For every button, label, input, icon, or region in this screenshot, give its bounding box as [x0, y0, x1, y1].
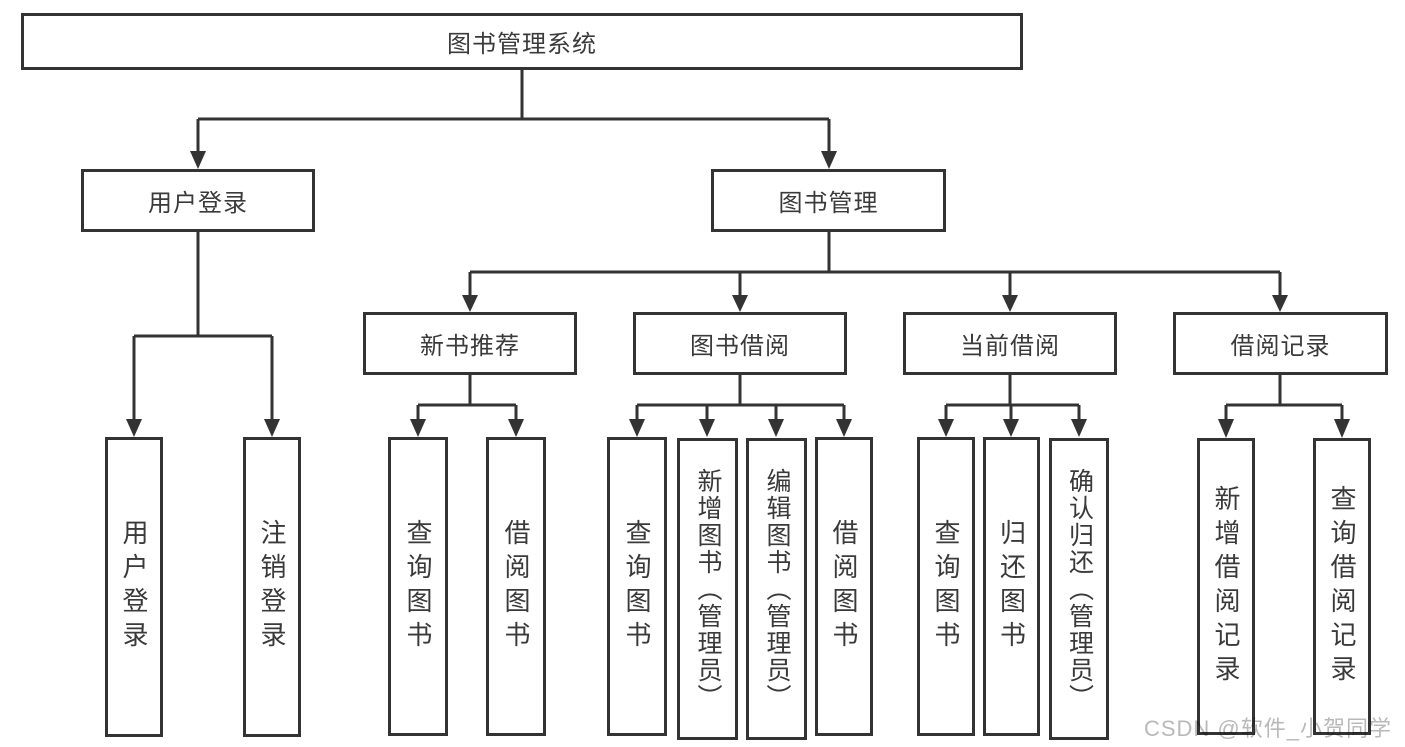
node-library-system: 图书管理系统 — [21, 13, 1023, 70]
connector-borrowing-to-leaves — [629, 375, 852, 437]
arrow-down-icon — [836, 419, 852, 437]
connector-records-to-leaves — [1218, 375, 1350, 438]
node-current-borrowing: 当前借阅 — [903, 312, 1117, 375]
arrow-down-icon — [1071, 419, 1087, 437]
connector-root-to-level2 — [190, 70, 837, 169]
node-label: 用户登录 — [119, 519, 149, 655]
leaf-borrow-books-recommend: 借阅图书 — [486, 437, 546, 736]
arrow-down-icon — [190, 151, 206, 169]
node-label: 编辑图书（管理员） — [763, 467, 791, 711]
leaf-user-login: 用户登录 — [105, 437, 163, 737]
leaf-query-borrow-record: 查询借阅记录 — [1313, 438, 1371, 735]
arrow-down-icon — [768, 419, 784, 437]
leaf-borrow-books-borrowing: 借阅图书 — [815, 437, 873, 736]
connector-current-to-leaves — [938, 375, 1087, 437]
arrow-down-icon — [699, 419, 715, 437]
arrow-down-icon — [938, 419, 954, 437]
node-book-management: 图书管理 — [711, 169, 946, 232]
node-book-borrowing: 图书借阅 — [633, 312, 847, 375]
connector-userlogin-to-leaves — [126, 232, 280, 437]
arrow-down-icon — [126, 419, 142, 437]
leaf-logout: 注销登录 — [243, 437, 301, 737]
node-new-book-recommend: 新书推荐 — [363, 312, 577, 375]
node-label: 图书管理 — [778, 190, 879, 217]
node-label: 新书推荐 — [420, 333, 520, 360]
node-label: 借阅图书 — [501, 518, 531, 655]
node-label: 确认归还（管理员） — [1065, 467, 1094, 711]
arrow-down-icon — [1002, 295, 1018, 312]
node-label: 注销登录 — [257, 519, 287, 655]
leaf-return-books: 归还图书 — [983, 437, 1040, 736]
node-user-login: 用户登录 — [81, 169, 315, 232]
leaf-query-books-recommend: 查询图书 — [388, 437, 448, 736]
arrow-down-icon — [732, 295, 748, 312]
arrow-down-icon — [1218, 419, 1234, 438]
node-label: 借阅记录 — [1230, 333, 1331, 360]
arrow-down-icon — [821, 151, 837, 169]
leaf-confirm-return-admin: 确认归还（管理员） — [1049, 438, 1109, 740]
node-label: 图书借阅 — [690, 333, 790, 360]
node-label: 归还图书 — [996, 518, 1027, 655]
node-label: 借阅图书 — [829, 518, 859, 655]
leaf-add-borrow-record: 新增借阅记录 — [1197, 438, 1255, 735]
connector-bookmgmt-to-level3 — [462, 232, 1288, 312]
node-label: 新增图书（管理员） — [694, 467, 722, 711]
node-label: 新增借阅记录 — [1211, 484, 1241, 689]
connector-recommend-to-leaves — [410, 375, 524, 437]
node-label: 用户登录 — [148, 190, 248, 217]
arrow-down-icon — [508, 419, 524, 437]
node-label: 查询图书 — [622, 518, 652, 655]
leaf-query-books-borrowing: 查询图书 — [607, 437, 667, 736]
leaf-query-books-current: 查询图书 — [917, 437, 975, 736]
csdn-watermark: CSDN @软件_小贺同学 — [1143, 716, 1392, 741]
node-label: 查询图书 — [931, 518, 961, 655]
node-label: 查询图书 — [403, 518, 433, 655]
node-borrowing-records: 借阅记录 — [1173, 312, 1388, 375]
node-label: 查询借阅记录 — [1327, 484, 1357, 689]
arrow-down-icon — [264, 419, 280, 437]
arrow-down-icon — [1272, 295, 1288, 312]
arrow-down-icon — [410, 419, 426, 437]
arrow-down-icon — [462, 295, 478, 312]
arrow-down-icon — [1334, 419, 1350, 438]
leaf-edit-book-admin: 编辑图书（管理员） — [746, 438, 807, 740]
leaf-add-book-admin: 新增图书（管理员） — [677, 438, 738, 740]
arrow-down-icon — [629, 419, 645, 437]
arrow-down-icon — [1003, 419, 1019, 437]
node-label: 图书管理系统 — [447, 31, 597, 58]
node-label: 当前借阅 — [960, 333, 1060, 360]
